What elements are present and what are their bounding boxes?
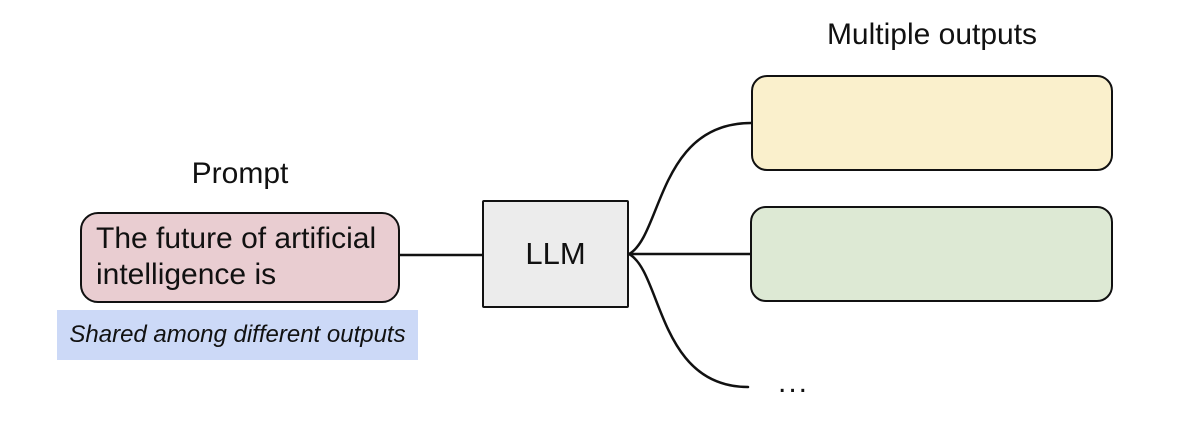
output-box-1 <box>751 75 1113 171</box>
prompt-box-text: The future of artificial intelligence is <box>96 222 377 291</box>
prompt-shared-note: Shared among different outputs <box>57 310 418 360</box>
connector-llm-to-output-1 <box>627 121 753 256</box>
connector-llm-to-more-outputs <box>627 252 750 389</box>
more-outputs-ellipsis: ... <box>778 366 810 399</box>
multiple-outputs-label: Multiple outputs <box>826 18 1038 51</box>
llm-box-label: LLM <box>525 236 586 271</box>
llm-box: LLM <box>482 200 629 308</box>
prompt-shared-note-text: Shared among different outputs <box>69 321 406 348</box>
prompt-label: Prompt <box>191 157 289 190</box>
prompt-box: The future of artificial intelligence is <box>80 212 400 303</box>
output-box-2 <box>750 206 1113 302</box>
